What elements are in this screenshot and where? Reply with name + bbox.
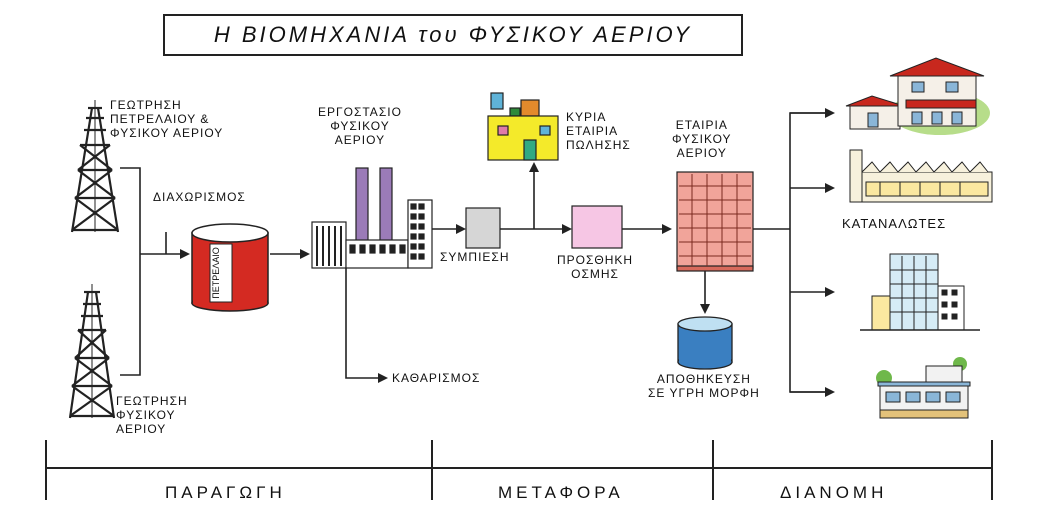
phase-distribution: ΔΙΑΝΟΜΗ	[780, 483, 888, 502]
label-gas-company: ΕΤΑΙΡΙΑ ΦΥΣΙΚΟΥ ΑΕΡΙΟΥ	[672, 118, 732, 160]
industry-icon	[849, 149, 993, 203]
phase-transport: ΜΕΤΑΦΟΡΑ	[498, 483, 624, 502]
label-separation: ΔΙΑΧΩΡΙΣΜΟΣ	[153, 190, 246, 204]
sales-company-building-icon	[487, 92, 559, 161]
phase-production: ΠΑΡΑΓΩΓΗ	[165, 483, 286, 502]
phase-timeline	[45, 440, 993, 500]
diagram-title-box: Η ΒΙΟΜΗΧΑΝΙΑ του ΦΥΣΙΚΟΥ ΑΕΡΙΟΥ	[163, 14, 743, 56]
label-compression: ΣΥΜΠΙΕΣΗ	[440, 250, 510, 264]
oil-rig-icon-top	[70, 100, 120, 233]
lng-storage-tank-icon	[677, 316, 733, 370]
label-gas-well: ΓΕΩΤΡΗΣΗ ΦΥΣΙΚΟΥ ΑΕΡΙΟΥ	[116, 394, 188, 436]
label-oil-gas-well: ΓΕΩΤΡΗΣΗ ΠΕΤΡΕΛΑΙΟΥ & ΦΥΣΙΚΟΥ ΑΕΡΙΟΥ	[110, 98, 224, 140]
gas-company-building-icon	[676, 171, 754, 272]
flow-lines	[120, 108, 835, 397]
oil-tank-icon	[191, 223, 269, 312]
label-main-sales-company: ΚΥΡΙΑ ΕΤΑΙΡΙΑ ΠΩΛΗΣΗΣ	[566, 110, 631, 152]
label-odor-addition: ΠΡΟΣΘΗΚΗ ΟΣΜΗΣ	[557, 253, 634, 281]
factory-icon	[311, 167, 433, 269]
diagram-title: Η ΒΙΟΜΗΧΑΝΙΑ του ΦΥΣΙΚΟΥ ΑΕΡΙΟΥ	[213, 22, 693, 47]
label-gas-factory: ΕΡΓΟΣΤΑΣΙΟ ΦΥΣΙΚΟΥ ΑΕΡΙΟΥ	[318, 105, 402, 147]
gas-rig-icon-bottom	[68, 284, 116, 419]
label-consumers: ΚΑΤΑΝΑΛΩΤΕΣ	[842, 216, 947, 231]
label-cleaning: ΚΑΘΑΡΙΣΜΟΣ	[392, 371, 481, 385]
label-lng-storage: ΑΠΟΘΗΚΕΥΣΗ ΣΕ ΥΓΡΗ ΜΟΡΦΗ	[648, 372, 760, 400]
odor-addition-box	[571, 205, 623, 249]
compression-box	[465, 207, 501, 249]
label-oil-tank: ΠΕΤΡΕΛΑΙΟ	[210, 247, 221, 299]
office-building-icon	[860, 253, 980, 331]
house-icon	[845, 57, 990, 135]
apartment-icon	[876, 357, 971, 419]
